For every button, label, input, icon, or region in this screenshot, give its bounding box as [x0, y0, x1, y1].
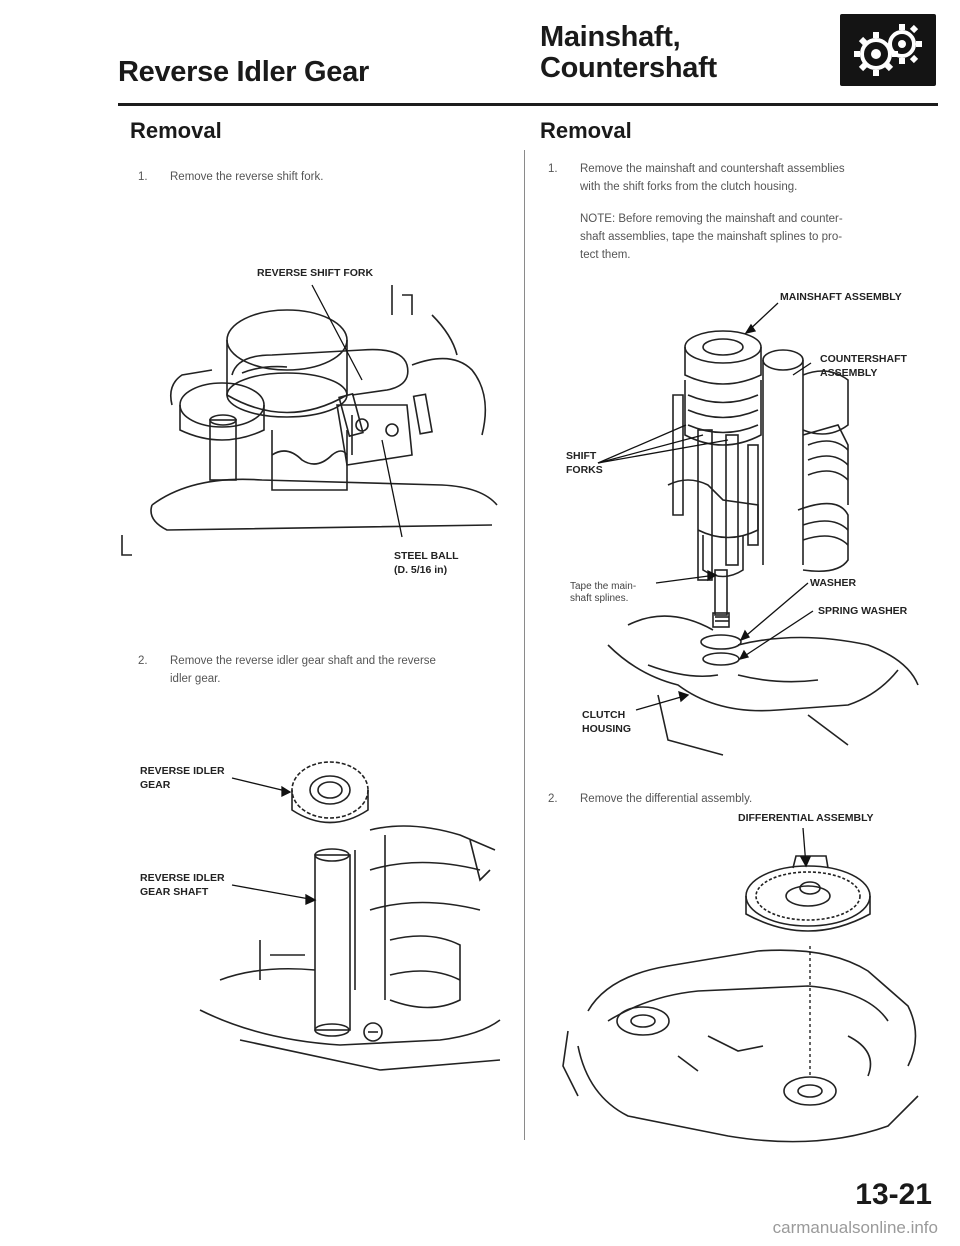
figure-reverse-shift-fork: REVERSE SHIFT FORK STEEL BALL (D. 5/16 i… [112, 255, 512, 605]
step-text-line-2: idler gear. [170, 673, 221, 685]
step-number: 2. [138, 655, 148, 667]
step-text-line-2: with the shift forks from the clutch hou… [580, 181, 798, 193]
label-reverse-idler-gear: REVERSE IDLER [140, 765, 225, 777]
label-reverse-idler-gear-shaft: REVERSE IDLER [140, 872, 225, 884]
header-rule [118, 103, 938, 106]
left-step-2: 2. Remove the reverse idler gear shaft a… [138, 652, 518, 688]
label-shift-forks: SHIFT [566, 450, 597, 462]
label-tape-splines-line-2: shaft splines. [570, 593, 629, 604]
label-spring-washer: SPRING WASHER [818, 605, 908, 617]
reverse-idler-gear-illustration [199, 761, 501, 1071]
note-line-2: shaft assemblies, tape the mainshaft spl… [580, 231, 843, 243]
section-title-left: Reverse Idler Gear [118, 56, 369, 88]
step-number: 1. [138, 171, 148, 183]
watermark: carmanualsonline.info [772, 1218, 938, 1237]
step-text: Remove the reverse shift fork. [170, 171, 324, 183]
label-countershaft-assembly: COUNTERSHAFT [820, 353, 907, 365]
figure-reverse-idler-gear: REVERSE IDLER GEAR REVERSE IDLER GEAR SH… [140, 740, 510, 1080]
left-step-1: 1. Remove the reverse shift fork. [138, 168, 508, 186]
step-text-line-1: Remove the reverse idler gear shaft and … [170, 655, 436, 667]
step-text-line-1: Remove the mainshaft and countershaft as… [580, 163, 845, 175]
label-steel-ball-size: (D. 5/16 in) [394, 564, 448, 576]
step-number: 1. [548, 163, 558, 175]
label-mainshaft-assembly: MAINSHAFT ASSEMBLY [780, 291, 902, 303]
figure-mainshaft-countershaft: MAINSHAFT ASSEMBLY COUNTERSHAFT ASSEMBLY… [548, 285, 938, 756]
right-step-2: 2. Remove the differential assembly. [548, 790, 928, 808]
right-section-heading: Removal [540, 118, 632, 143]
note-tape-splines: NOTE: Before removing the mainshaft and … [580, 210, 925, 264]
title-line-1: Mainshaft, [540, 21, 681, 53]
label-steel-ball: STEEL BALL [394, 550, 459, 562]
label-differential-assembly: DIFFERENTIAL ASSEMBLY [738, 812, 874, 824]
step-number: 2. [548, 793, 558, 805]
label-clutch-housing-line-2: HOUSING [582, 723, 632, 735]
section-title-right: Mainshaft, Countershaft [540, 22, 717, 84]
note-line-1: NOTE: Before removing the mainshaft and … [580, 213, 843, 225]
left-section-heading: Removal [130, 118, 222, 143]
label-washer: WASHER [810, 577, 857, 589]
label-clutch-housing: CLUTCH [582, 709, 626, 721]
page-number: 13-21 [855, 1178, 932, 1211]
label-countershaft-assembly-line-2: ASSEMBLY [820, 367, 878, 379]
mainshaft-countershaft-illustration [597, 302, 919, 756]
label-reverse-idler-gear-line-2: GEAR [140, 779, 171, 791]
label-reverse-idler-gear-shaft-line-2: GEAR SHAFT [140, 886, 209, 898]
note-line-3: tect them. [580, 249, 631, 261]
column-divider [524, 150, 525, 1140]
figure-differential-assembly: DIFFERENTIAL ASSEMBLY [548, 806, 938, 1156]
right-step-1: 1. Remove the mainshaft and countershaft… [548, 160, 928, 196]
label-shift-forks-line-2: FORKS [566, 464, 603, 476]
gears-icon [840, 14, 936, 86]
differential-assembly-illustration [562, 827, 919, 1143]
label-reverse-shift-fork: REVERSE SHIFT FORK [257, 267, 374, 279]
label-tape-splines: Tape the main- [570, 581, 637, 592]
step-text: Remove the differential assembly. [580, 793, 753, 805]
reverse-shift-fork-illustration [121, 284, 498, 556]
title-line-2: Countershaft [540, 52, 717, 84]
